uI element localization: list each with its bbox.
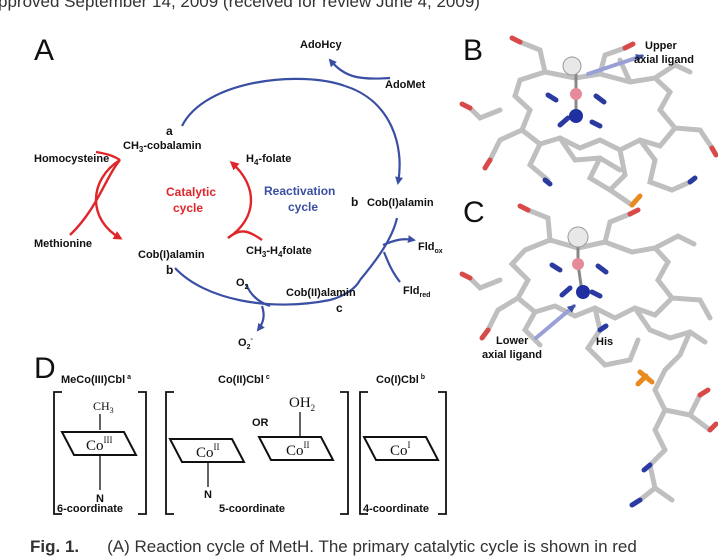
lower-ligand-line1: Lower — [496, 335, 529, 347]
arc-top-to-right — [344, 84, 404, 185]
catalytic-cycle-arrows — [69, 150, 263, 241]
arc-right-to-fld — [359, 217, 399, 281]
adohcy-label: AdoHcy — [300, 39, 342, 51]
box2-metal-right: CoII — [286, 440, 310, 459]
cobalt-atom-c — [572, 258, 584, 270]
red-left-inner — [69, 159, 121, 236]
reactivation-line1: Reactivation — [264, 184, 335, 198]
label-a: a — [166, 124, 173, 138]
red-left-outer — [94, 158, 123, 240]
arc-fld-in — [382, 235, 416, 247]
cobi-alamin-right-label: Cob(I)alamin — [367, 197, 434, 209]
lower-ligand-line2: axial ligand — [482, 349, 542, 361]
figure-caption: Fig. 1. (A) Reaction cycle of MetH. The p… — [30, 537, 637, 557]
arc-methyl-to-top — [181, 77, 346, 127]
box1-axial-n: N — [96, 493, 104, 505]
catalytic-line2: cycle — [173, 201, 203, 215]
box1-metal: CoIII — [86, 435, 113, 454]
methionine-label: Methionine — [34, 238, 92, 250]
panel-a-letter: A — [34, 34, 54, 67]
fld-red-label: Fldred — [403, 285, 430, 299]
ch3-cobalamin-label: CH3-cobalamin — [123, 140, 202, 154]
label-b-left: b — [166, 263, 173, 277]
box1-coordination: 6-coordinate — [57, 503, 123, 515]
caption-label: Fig. 1. — [30, 537, 80, 556]
header-text: pproved September 14, 2009 (received for… — [0, 0, 480, 11]
box2-axial-n: N — [204, 489, 212, 501]
ch3-h4folate-label: CH3-H4folate — [246, 245, 312, 259]
upper-ligand-line2: axial ligand — [634, 54, 694, 66]
caption-text: (A) Reaction cycle of MetH. The primary … — [107, 537, 637, 556]
red-left-top — [95, 150, 121, 162]
panel-d-letter: D — [34, 352, 56, 385]
arc-fldred-branch — [382, 251, 401, 283]
label-c: c — [336, 301, 343, 315]
reactivation-cycle-arrows — [174, 58, 416, 332]
box2-or: OR — [252, 417, 269, 429]
box3-metal: CoI — [390, 440, 411, 459]
his-label: His — [596, 336, 613, 348]
structure-b — [459, 35, 718, 208]
upper-ligand-atom-c — [567, 226, 589, 248]
label-b-right: b — [351, 195, 358, 209]
cobi-alamin-left-label: Cob(I)alamin — [138, 249, 205, 261]
red-right-outer — [227, 161, 253, 239]
fld-ox-label: Fldox — [418, 241, 443, 255]
arc-bottom — [174, 267, 331, 306]
cobii-alamin-label: Cob(II)alamin — [286, 287, 356, 299]
box2-coordination: 5-coordinate — [219, 503, 285, 515]
panel-c-letter: C — [463, 196, 485, 229]
arc-o2-in — [244, 283, 271, 308]
upper-ligand-atom — [562, 56, 582, 76]
lower-atom-b — [569, 109, 583, 123]
red-right-inner — [227, 230, 263, 241]
panel-b-letter: B — [463, 34, 483, 67]
h4-folate-label: H4-folate — [246, 153, 291, 167]
adomet-label: AdoMet — [385, 79, 426, 91]
cobalt-atom-b — [570, 88, 582, 100]
catalytic-line1: Catalytic — [166, 185, 216, 199]
box1-ch3: CH3 — [93, 399, 114, 415]
box2-metal-left: CoII — [196, 442, 220, 461]
box2-oh2: OH2 — [289, 395, 315, 413]
arc-adomet-branch — [328, 58, 391, 80]
arc-to-c — [329, 279, 361, 302]
his-nitrogen-atom — [576, 285, 590, 299]
reactivation-line2: cycle — [288, 200, 318, 214]
homocysteine-label: Homocysteine — [34, 153, 109, 165]
o2-label: O2 — [236, 277, 249, 291]
upper-ligand-line1: Upper — [645, 40, 678, 52]
arc-o2-out — [256, 305, 265, 332]
o2-minus-label: O2- — [238, 336, 253, 351]
box3-coordination: 4-coordinate — [363, 503, 429, 515]
